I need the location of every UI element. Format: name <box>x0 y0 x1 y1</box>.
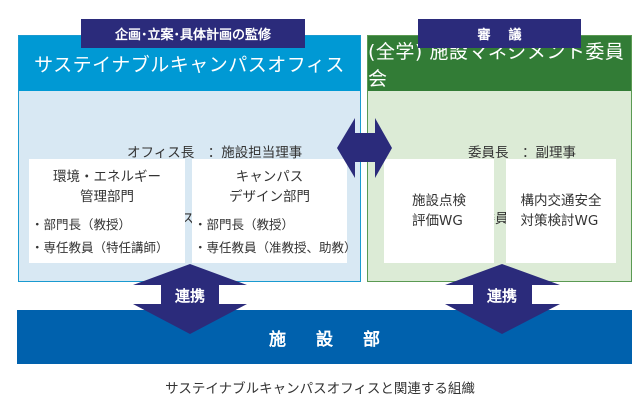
wg-label-line: 対策検討WG <box>520 213 599 229</box>
department-title-line: デザイン部門 <box>229 189 310 205</box>
wg-label-line: 評価WG <box>412 213 463 229</box>
department-member: ・部門長（教授） <box>31 217 132 232</box>
figure-caption: サステイナブルキャンパスオフィスと関連する組織 <box>165 381 475 397</box>
right-link-label: 連携 <box>486 287 517 305</box>
facility-management-committee-panel: (全学) 施設マネジメント委員会 委員長 ：副理事 副委員長：施設部長 施設点検… <box>367 35 632 282</box>
facilities-department-bar: 施設部 <box>17 310 632 364</box>
department-member: ・専任教員（特任講師） <box>31 240 169 255</box>
left-link-label: 連携 <box>174 287 205 305</box>
office-role-head: オフィス長 ：施設担当理事 <box>127 145 303 161</box>
horizontal-double-arrow-icon <box>337 118 392 178</box>
department-title: キャンパス デザイン部門 <box>192 167 347 207</box>
department-members: ・部門長（教授） ・専任教員（准教授、助教） <box>192 213 357 259</box>
department-title-line: 管理部門 <box>80 189 134 205</box>
sustainable-campus-office-panel: サステイナブルキャンパスオフィス オフィス長 ：施設担当理事 副オフィス長：施設… <box>18 35 361 282</box>
wg-label: 施設点検 評価WG <box>384 159 494 263</box>
department-title: 環境・エネルギー 管理部門 <box>29 167 185 207</box>
left-vertical-double-arrow-icon <box>133 264 247 334</box>
environment-energy-department-box: 環境・エネルギー 管理部門 ・部門長（教授） ・専任教員（特任講師） <box>29 159 185 263</box>
left-tab-label: 企画･立案･具体計画の監修 <box>81 19 305 48</box>
department-member: ・専任教員（准教授、助教） <box>194 240 357 255</box>
right-tab-label: 審議 <box>418 19 581 48</box>
department-members: ・部門長（教授） ・専任教員（特任講師） <box>29 213 185 259</box>
department-member: ・部門長（教授） <box>194 217 295 232</box>
wg-label: 構内交通安全 対策検討WG <box>506 159 616 263</box>
wg-label-line: 施設点検 <box>412 193 466 209</box>
committee-role-chair: 委員長 ：副理事 <box>468 145 576 161</box>
department-title-line: キャンパス <box>235 169 304 185</box>
facility-inspection-wg-box: 施設点検 評価WG <box>384 159 494 263</box>
department-title-line: 環境・エネルギー <box>53 169 161 185</box>
campus-design-department-box: キャンパス デザイン部門 ・部門長（教授） ・専任教員（准教授、助教） <box>192 159 357 263</box>
right-vertical-double-arrow-icon <box>445 264 560 334</box>
wg-label-line: 構内交通安全 <box>520 193 602 209</box>
traffic-safety-wg-box: 構内交通安全 対策検討WG <box>506 159 616 263</box>
